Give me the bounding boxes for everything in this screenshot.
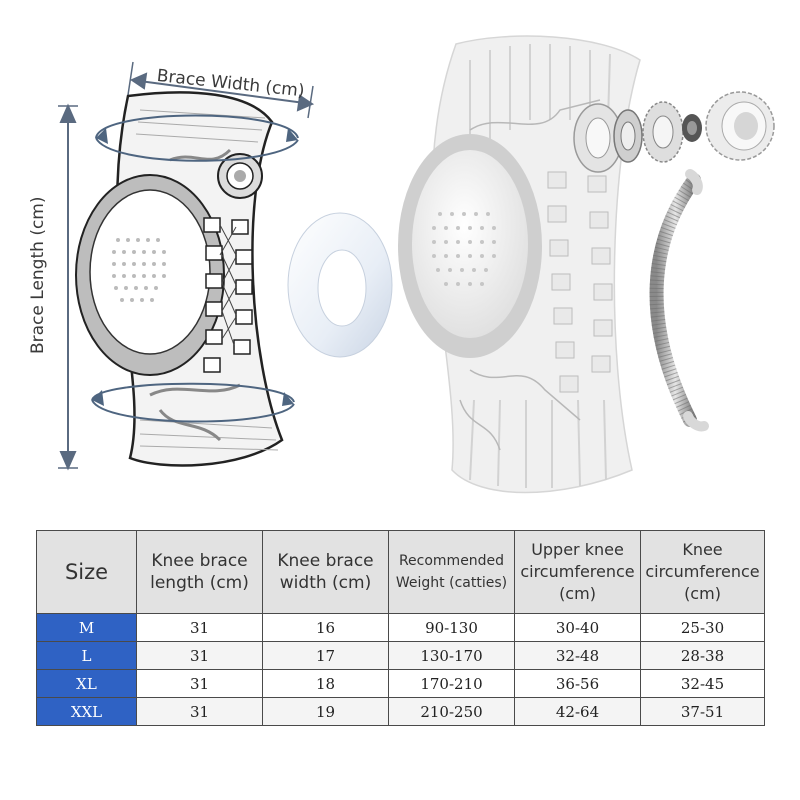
length-cell: 31 bbox=[136, 641, 263, 670]
width-dimension-arrow bbox=[127, 61, 315, 119]
header-size: Size bbox=[36, 530, 137, 614]
weight-cell: 210-250 bbox=[388, 697, 515, 726]
knee-brace-diagram bbox=[58, 35, 775, 494]
length-cell: 31 bbox=[136, 697, 263, 726]
brace-line-drawing bbox=[75, 91, 299, 467]
knee-cell: 37-51 bbox=[640, 697, 765, 726]
length-cell: 31 bbox=[136, 669, 263, 698]
weight-cell: 170-210 bbox=[388, 669, 515, 698]
length-cell: 31 bbox=[136, 613, 263, 642]
header-upper-knee-circumference: Upper knee circumference (cm) bbox=[514, 530, 641, 614]
product-illustration: Brace Width (cm) Brace Length (cm) bbox=[28, 35, 775, 494]
header-brace-length: Knee brace length (cm) bbox=[136, 530, 263, 614]
size-cell: M bbox=[36, 613, 137, 642]
upper-knee-cell: 42-64 bbox=[514, 697, 641, 726]
knee-cell: 28-38 bbox=[640, 641, 765, 670]
knee-cell: 32-45 bbox=[640, 669, 765, 698]
header-brace-width: Knee brace width (cm) bbox=[262, 530, 389, 614]
size-cell: L bbox=[36, 641, 137, 670]
weight-cell: 130-170 bbox=[388, 641, 515, 670]
upper-knee-cell: 32-48 bbox=[514, 641, 641, 670]
table-header-row: Size Knee brace length (cm) Knee brace w… bbox=[36, 530, 765, 614]
size-cell: XXL bbox=[36, 697, 137, 726]
table-row: XXL 31 19 210-250 42-64 37-51 bbox=[36, 697, 765, 726]
header-recommended-weight: Recommended Weight (catties) bbox=[388, 530, 515, 614]
width-cell: 17 bbox=[262, 641, 389, 670]
table-row: XL 31 18 170-210 36-56 32-45 bbox=[36, 669, 765, 698]
dial-exploded-parts bbox=[573, 91, 775, 173]
table-row: M 31 16 90-130 30-40 25-30 bbox=[36, 613, 765, 642]
width-cell: 19 bbox=[262, 697, 389, 726]
spring-stabilizer bbox=[649, 169, 709, 432]
size-chart-table: Size Knee brace length (cm) Knee brace w… bbox=[36, 530, 765, 726]
brace-dots bbox=[112, 238, 166, 302]
length-dimension-arrow bbox=[58, 103, 78, 471]
width-cell: 16 bbox=[262, 613, 389, 642]
silicone-patella-ring bbox=[287, 212, 393, 358]
knee-cell: 25-30 bbox=[640, 613, 765, 642]
upper-knee-cell: 36-56 bbox=[514, 669, 641, 698]
table-row: L 31 17 130-170 32-48 28-38 bbox=[36, 641, 765, 670]
upper-knee-cell: 30-40 bbox=[514, 613, 641, 642]
header-knee-circumference: Knee circumference (cm) bbox=[640, 530, 765, 614]
size-cell: XL bbox=[36, 669, 137, 698]
brace-length-label: Brace Length (cm) bbox=[28, 196, 48, 355]
weight-cell: 90-130 bbox=[388, 613, 515, 642]
width-cell: 18 bbox=[262, 669, 389, 698]
